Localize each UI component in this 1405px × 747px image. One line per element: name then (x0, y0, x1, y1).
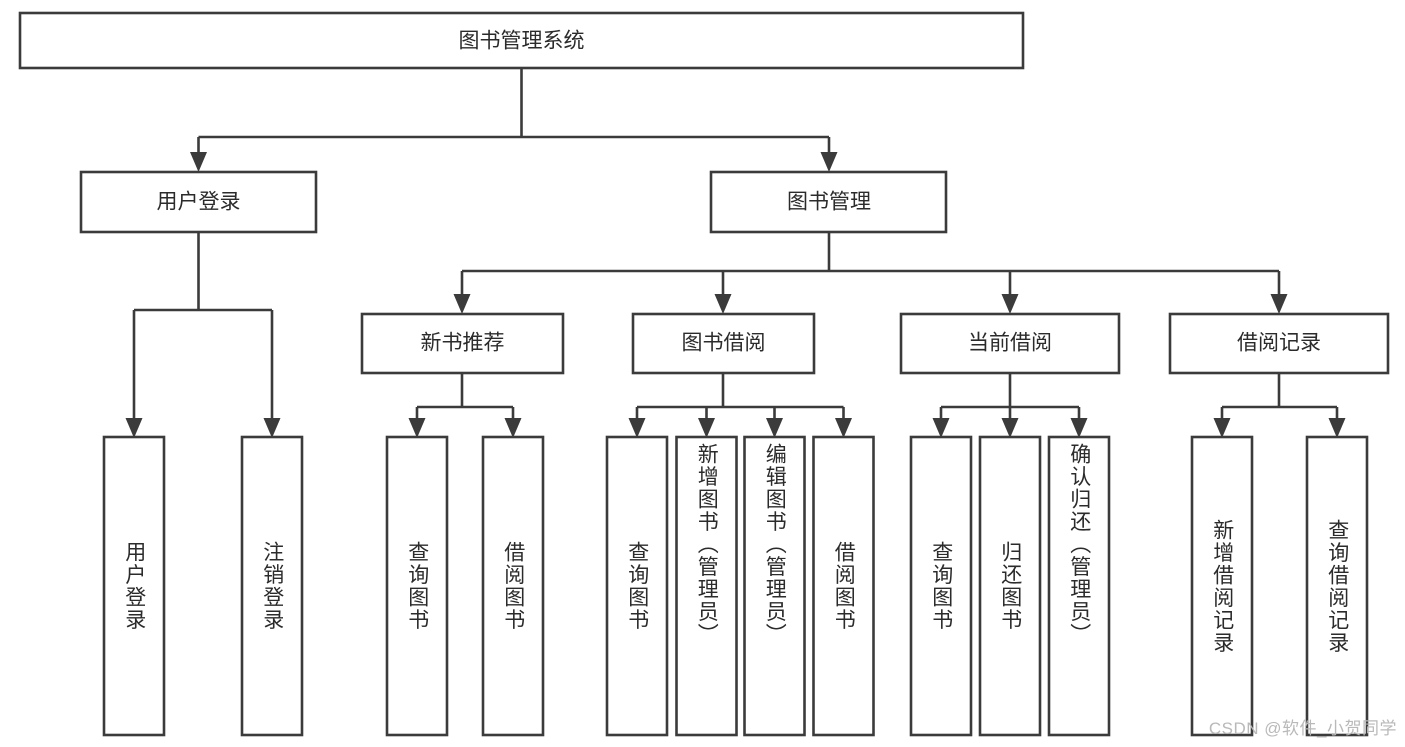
csdn-watermark: CSDN @软件_小贺同学 (1208, 719, 1397, 738)
arrow-head-user-login (190, 152, 207, 172)
connector-group-user-login (125, 232, 281, 438)
connector-group-borrow-record (1213, 373, 1346, 438)
node-leaf-borrow-book-2-box[interactable] (812, 435, 875, 737)
node-book-manage-label: 图书管理 (787, 191, 871, 214)
arrow-head-leaf-query-book-1 (408, 418, 426, 438)
arrow-head-leaf-add-book (698, 418, 715, 438)
arrow-head-leaf-add-record (1213, 418, 1231, 438)
node-current-borrow[interactable]: 当前借阅 (899, 312, 1121, 375)
connector-group-book-borrow (628, 373, 852, 438)
node-user-login-box[interactable] (79, 170, 318, 234)
arrow-head-leaf-edit-book (766, 418, 783, 438)
arrow-head-borrow-record (1270, 294, 1288, 314)
node-leaf-user-login-box[interactable] (102, 435, 166, 737)
node-leaf-query-book-1-box[interactable] (385, 435, 449, 737)
node-leaf-edit-book-box[interactable] (743, 435, 806, 737)
node-book-borrow[interactable]: 图书借阅 (631, 312, 816, 375)
arrow-head-leaf-return-book (1001, 418, 1019, 438)
node-root-label: 图书管理系统 (459, 30, 585, 53)
node-new-book-rec-box[interactable] (360, 312, 565, 375)
arrow-head-current-borrow (1001, 294, 1019, 314)
node-book-borrow-box[interactable] (631, 312, 816, 375)
node-leaf-add-book-box[interactable] (675, 435, 738, 737)
node-leaf-confirm-return-box[interactable] (1047, 435, 1111, 737)
connector-group-root (190, 68, 838, 172)
arrow-head-leaf-query-record (1328, 418, 1346, 438)
connector-group-current-borrow (932, 373, 1088, 438)
arrow-head-leaf-query-book-2 (628, 418, 646, 438)
node-user-login[interactable]: 用户登录 (79, 170, 318, 234)
node-leaf-logout-box[interactable] (240, 435, 304, 737)
node-book-manage-box[interactable] (709, 170, 948, 234)
connector-group-new-book-rec (408, 373, 522, 438)
node-leaf-borrow-book-1-box[interactable] (481, 435, 545, 737)
connector-group-book-manage (453, 232, 1288, 314)
arrow-head-leaf-borrow-book-1 (504, 418, 522, 438)
arrow-head-book-borrow (714, 294, 732, 314)
node-new-book-rec-label: 新书推荐 (421, 332, 505, 355)
node-root-box[interactable] (18, 11, 1025, 70)
node-current-borrow-label: 当前借阅 (968, 332, 1052, 355)
arrow-head-leaf-borrow-book-2 (835, 418, 852, 438)
arrow-head-leaf-logout (263, 418, 281, 438)
node-book-manage[interactable]: 图书管理 (709, 170, 948, 234)
node-book-borrow-label: 图书借阅 (682, 332, 766, 355)
node-leaf-return-book-box[interactable] (978, 435, 1042, 737)
arrow-head-book-manage (820, 152, 838, 172)
node-leaf-query-record-box[interactable] (1305, 435, 1369, 737)
arrow-head-new-book-rec (453, 294, 471, 314)
node-user-login-label: 用户登录 (157, 191, 241, 214)
node-new-book-rec[interactable]: 新书推荐 (360, 312, 565, 375)
node-borrow-record-label: 借阅记录 (1237, 332, 1321, 355)
node-leaf-query-book-2-box[interactable] (605, 435, 669, 737)
node-root[interactable]: 图书管理系统 (18, 11, 1025, 70)
node-current-borrow-box[interactable] (899, 312, 1121, 375)
arrow-head-leaf-query-book-3 (932, 418, 950, 438)
node-leaf-query-book-3-box[interactable] (909, 435, 973, 737)
arrow-head-leaf-user-login (125, 418, 143, 438)
node-borrow-record[interactable]: 借阅记录 (1168, 312, 1390, 375)
node-leaf-add-record-box[interactable] (1190, 435, 1254, 737)
arrow-head-leaf-confirm-return (1070, 418, 1088, 438)
node-borrow-record-box[interactable] (1168, 312, 1390, 375)
